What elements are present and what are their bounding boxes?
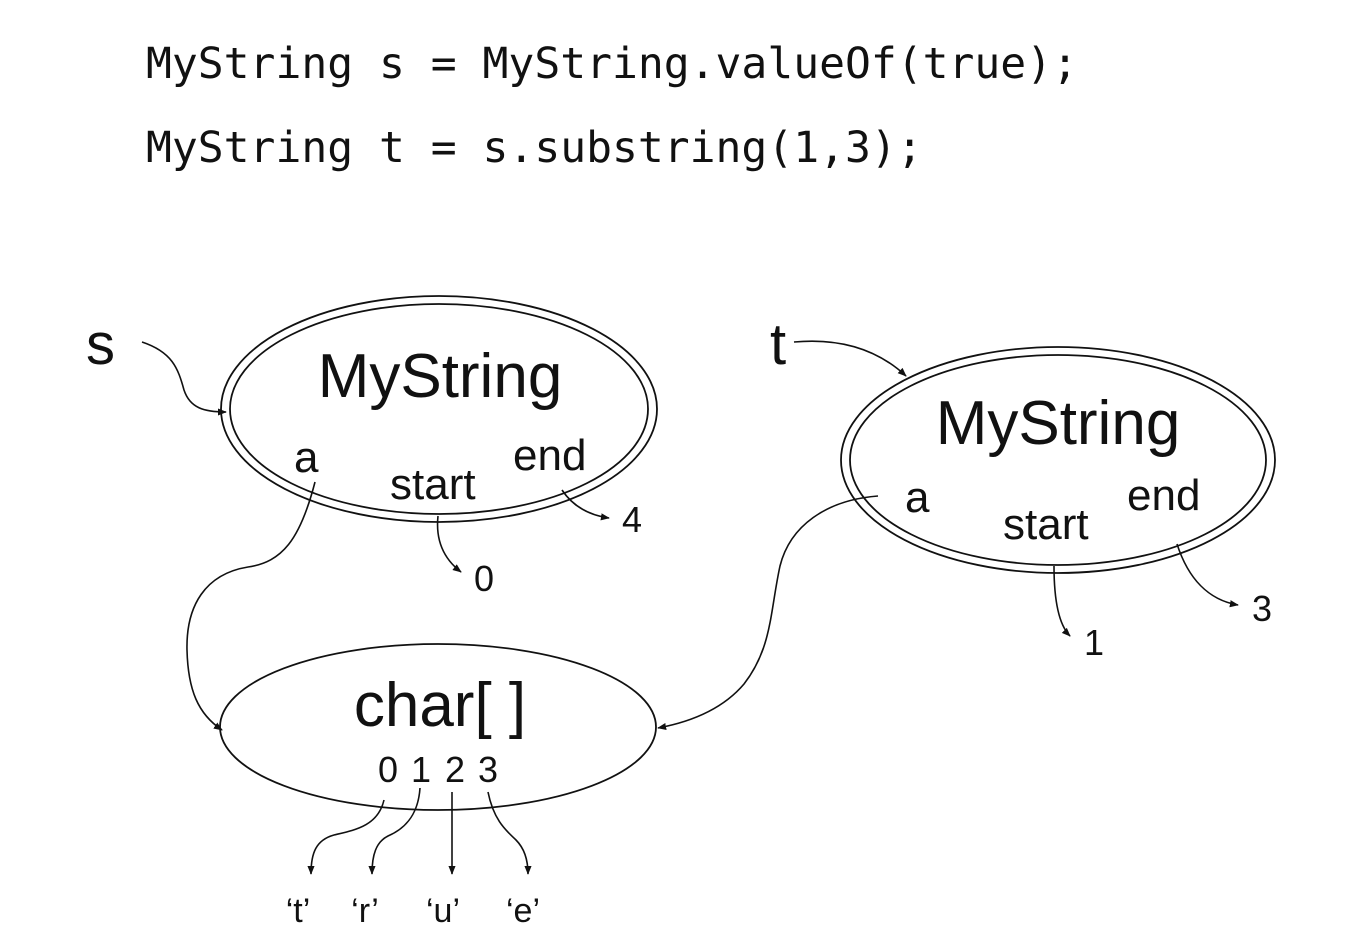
char-array-index-1: 1	[411, 749, 431, 790]
char-array-index-2: 2	[445, 749, 465, 790]
object-t-field-start: start	[1003, 500, 1089, 549]
object-s-field-a: a	[294, 433, 319, 482]
char-array-object: char[ ] 0 1 2 3	[219, 643, 657, 811]
object-t-field-end: end	[1127, 471, 1200, 520]
edge-t-end	[1176, 543, 1239, 608]
object-s-inner-oval	[229, 303, 649, 515]
object-s-start-value: 0	[474, 558, 494, 599]
code-line-2: MyString t = s.substring(1,3);	[146, 123, 923, 173]
char-array-title: char[ ]	[354, 671, 526, 740]
object-t-inner-oval	[849, 354, 1267, 566]
ref-s-label: s	[86, 312, 115, 377]
object-s-field-start: start	[390, 460, 476, 509]
mystring-object-s: MyString a start end	[220, 295, 658, 523]
code-block: MyString s = MyString.valueOf(true); MyS…	[146, 22, 1078, 190]
object-s-title: MyString	[318, 342, 563, 411]
edge-s-to-object	[141, 341, 227, 416]
edge-t-a-to-chararray	[657, 495, 879, 731]
edge-t-start	[1053, 565, 1071, 637]
code-line-1: MyString s = MyString.valueOf(true);	[146, 39, 1078, 89]
char-value-2: ‘u’	[426, 892, 460, 930]
object-t-start-value: 1	[1084, 622, 1104, 663]
edge-index-0	[307, 799, 385, 875]
edge-index-1	[368, 787, 421, 875]
object-s-end-value: 4	[622, 499, 642, 540]
mystring-object-t: MyString a start end	[840, 346, 1276, 574]
object-t-end-value: 3	[1252, 588, 1272, 629]
char-value-1: ‘r’	[351, 892, 379, 930]
edge-s-start	[436, 515, 462, 573]
char-array-index-0: 0	[378, 749, 398, 790]
object-t-title: MyString	[936, 389, 1181, 458]
ref-t-label: t	[770, 312, 786, 377]
char-value-3: ‘e’	[506, 892, 540, 930]
edge-index-3	[487, 791, 532, 875]
object-t-field-a: a	[905, 473, 930, 522]
object-t-outer-oval	[840, 346, 1276, 574]
char-value-0: ‘t’	[286, 892, 311, 930]
edge-t-to-object	[793, 340, 907, 377]
object-s-field-end: end	[513, 431, 586, 480]
edge-s-end	[561, 489, 610, 521]
char-array-index-3: 3	[478, 749, 498, 790]
edge-s-a-to-chararray	[186, 481, 316, 731]
